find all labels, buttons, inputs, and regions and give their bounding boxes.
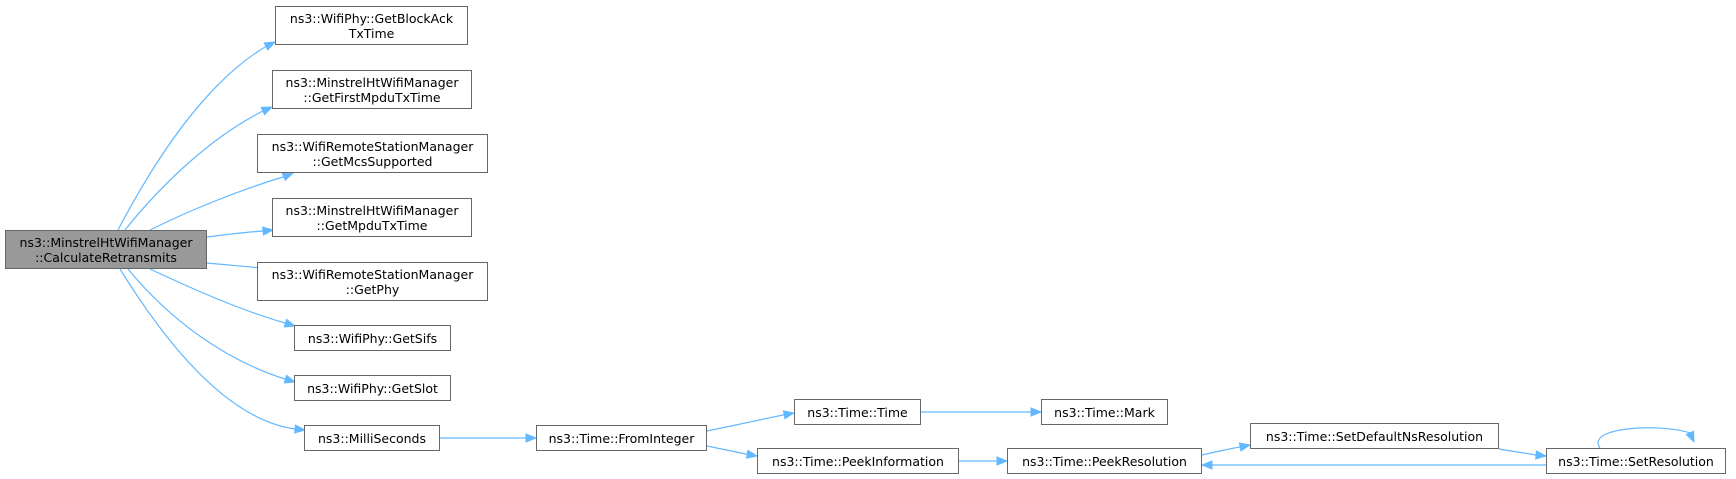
node-get-block-ack-tx-time-line2: TxTime	[348, 25, 395, 41]
node-time-mark[interactable]: ns3::Time::Mark	[1041, 399, 1168, 425]
node-get-phy[interactable]: ns3::WifiRemoteStationManager ::GetPhy	[257, 262, 488, 301]
node-get-phy-line1: ns3::WifiRemoteStationManager	[271, 266, 474, 282]
node-get-phy-line2: ::GetPhy	[345, 281, 400, 297]
node-get-first-mpdu-tx-time[interactable]: ns3::MinstrelHtWifiManager ::GetFirstMpd…	[272, 70, 472, 109]
arrowhead-calc-to-mcs	[281, 172, 295, 182]
node-get-sifs[interactable]: ns3::WifiPhy::GetSifs	[294, 325, 451, 351]
node-time-time-label: ns3::Time::Time	[807, 404, 908, 420]
node-get-slot[interactable]: ns3::WifiPhy::GetSlot	[294, 375, 451, 401]
edge-calc-to-blockack	[117, 46, 266, 231]
arrowhead-calc-to-slot	[283, 374, 297, 384]
node-get-mpdu-tx-time-line1: ns3::MinstrelHtWifiManager	[285, 202, 459, 218]
node-time-from-integer[interactable]: ns3::Time::FromInteger	[536, 425, 707, 451]
edge-calc-to-getphy	[206, 262, 264, 269]
arrowhead-calc-to-sifs	[283, 318, 297, 328]
arrowhead-setres-to-peekres	[1200, 460, 1213, 470]
node-get-slot-label: ns3::WifiPhy::GetSlot	[307, 380, 438, 396]
arrowhead-setdefault-to-setres	[1535, 450, 1548, 460]
arrowhead-time-to-mark	[1030, 407, 1043, 417]
node-get-mpdu-tx-time-line2: ::GetMpduTxTime	[316, 217, 428, 233]
node-get-sifs-label: ns3::WifiPhy::GetSifs	[307, 330, 438, 346]
node-time-set-resolution[interactable]: ns3::Time::SetResolution	[1546, 448, 1726, 474]
arrowhead-fromint-to-time	[782, 410, 796, 420]
node-get-mcs-supported-line2: ::GetMcsSupported	[312, 153, 433, 169]
node-get-first-mpdu-tx-time-line1: ns3::MinstrelHtWifiManager	[285, 74, 459, 90]
node-time-time[interactable]: ns3::Time::Time	[794, 399, 921, 425]
edge-calc-to-sifs	[149, 268, 286, 324]
edge-calc-to-milli	[119, 268, 296, 430]
node-milli-seconds-label: ns3::MilliSeconds	[317, 430, 426, 446]
edge-setdefault-to-setres	[1498, 448, 1537, 456]
node-time-set-default-ns-resolution[interactable]: ns3::Time::SetDefaultNsResolution	[1250, 423, 1499, 449]
node-time-peek-information-label: ns3::Time::PeekInformation	[772, 453, 944, 469]
node-get-first-mpdu-tx-time-line2: ::GetFirstMpduTxTime	[303, 89, 441, 105]
arrowhead-calc-to-blockack	[263, 41, 277, 51]
edge-setres-to-setres	[1597, 427, 1691, 449]
node-calculate-retransmits-line1: ns3::MinstrelHtWifiManager	[19, 234, 193, 250]
node-time-peek-resolution-label: ns3::Time::PeekResolution	[1022, 453, 1187, 469]
edge-fromint-to-peekinfo	[706, 445, 747, 455]
node-calculate-retransmits: ns3::MinstrelHtWifiManager ::CalculateRe…	[5, 230, 207, 269]
edge-stub-calc-to-blockack	[264, 45, 267, 48]
node-time-set-default-ns-resolution-label: ns3::Time::SetDefaultNsResolution	[1265, 428, 1484, 444]
node-get-mcs-supported[interactable]: ns3::WifiRemoteStationManager ::GetMcsSu…	[257, 134, 488, 173]
edge-calc-to-firstmpdu	[124, 110, 264, 231]
node-calculate-retransmits-line2: ::CalculateRetransmits	[35, 249, 177, 265]
edge-calc-to-slot	[127, 268, 286, 380]
edge-calc-to-mcs	[149, 176, 284, 231]
arrowhead-peekinfo-to-peekres	[996, 456, 1009, 466]
node-time-peek-information[interactable]: ns3::Time::PeekInformation	[757, 448, 959, 474]
node-get-mpdu-tx-time[interactable]: ns3::MinstrelHtWifiManager ::GetMpduTxTi…	[272, 198, 472, 237]
node-get-mcs-supported-line1: ns3::WifiRemoteStationManager	[271, 138, 474, 154]
arrowhead-peekres-to-setdefault	[1238, 442, 1252, 452]
arrowhead-milli-to-fromint	[525, 433, 538, 443]
node-get-block-ack-tx-time[interactable]: ns3::WifiPhy::GetBlockAck TxTime	[275, 6, 468, 45]
edge-peekres-to-setdefault	[1201, 446, 1241, 456]
edge-fromint-to-time	[706, 414, 784, 432]
node-time-peek-resolution[interactable]: ns3::Time::PeekResolution	[1007, 448, 1202, 474]
node-milli-seconds[interactable]: ns3::MilliSeconds	[304, 425, 440, 451]
node-time-set-resolution-label: ns3::Time::SetResolution	[1558, 453, 1714, 469]
arrowhead-fromint-to-peekinfo	[745, 449, 759, 459]
node-time-from-integer-label: ns3::Time::FromInteger	[548, 430, 695, 446]
edge-calc-to-mpdu	[206, 230, 264, 238]
node-get-block-ack-tx-time-line1: ns3::WifiPhy::GetBlockAck	[289, 10, 454, 26]
node-time-mark-label: ns3::Time::Mark	[1054, 404, 1155, 420]
